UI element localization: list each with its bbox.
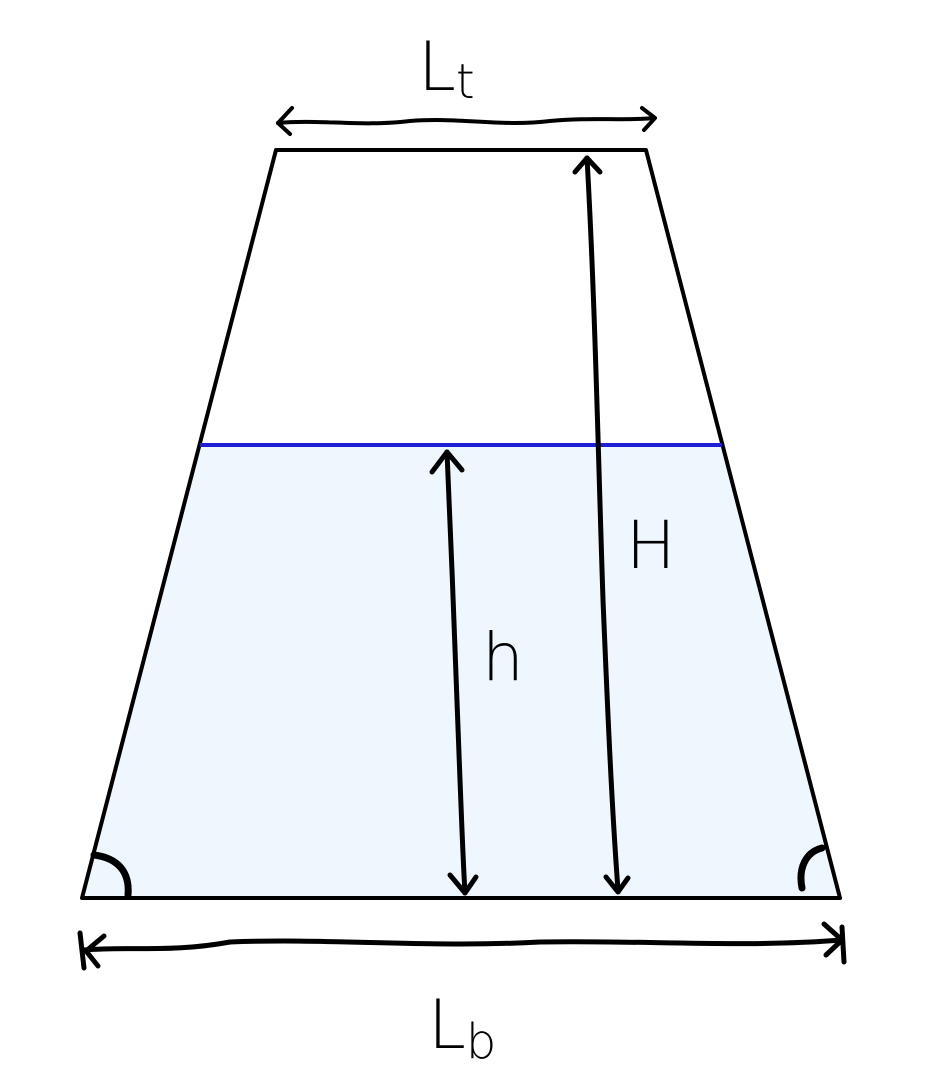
top-width-arrow — [276, 106, 657, 136]
top-width-label: Lt — [418, 28, 475, 110]
fill-height-label: h — [482, 619, 524, 696]
fill-height-arrow — [429, 449, 479, 896]
total-height-label: H — [626, 507, 676, 584]
trapezoid-outline — [80, 148, 842, 900]
total-height-arrow — [572, 155, 631, 895]
bottom-right-angle-mark — [797, 844, 826, 892]
bottom-width-label: Lb — [428, 986, 496, 1070]
bottom-left-angle-mark — [90, 851, 132, 899]
water-fill-region — [82, 445, 840, 898]
bottom-width-arrow — [77, 921, 847, 971]
